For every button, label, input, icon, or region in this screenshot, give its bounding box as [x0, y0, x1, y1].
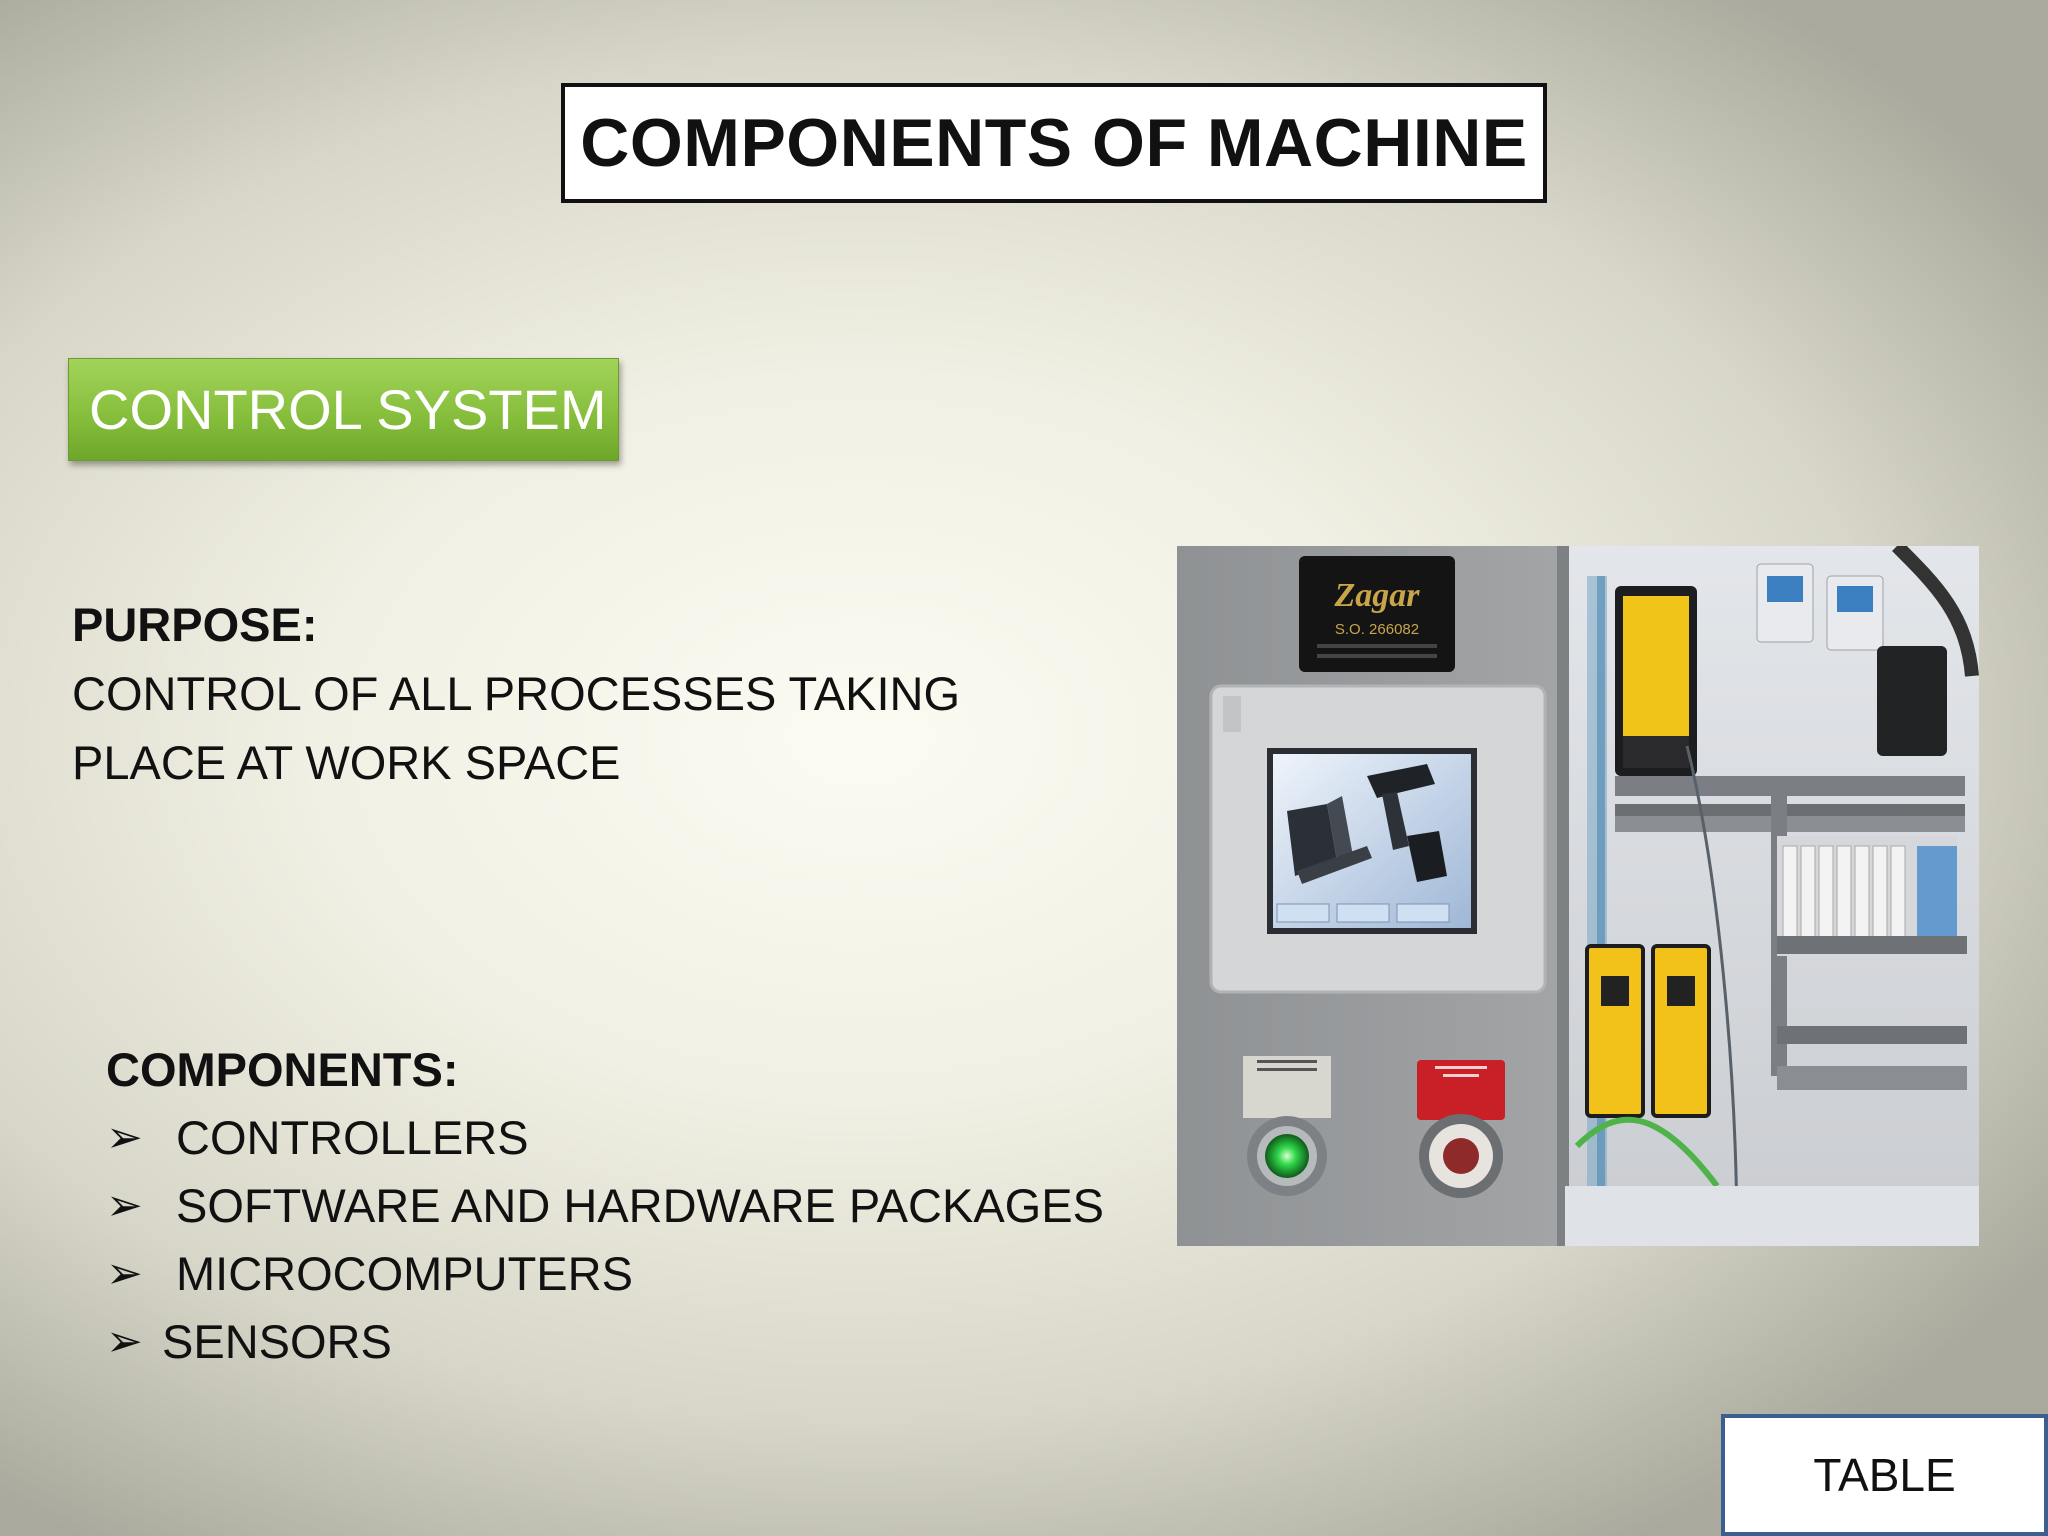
component-label: SOFTWARE AND HARDWARE PACKAGES: [176, 1179, 1104, 1232]
component-label: CONTROLLERS: [176, 1111, 529, 1164]
control-panel-illustration: Zagar S.O. 266082: [1177, 546, 1979, 1246]
components-list-item: ➢ SENSORS: [106, 1308, 1104, 1376]
arrow-bullet-icon: ➢: [106, 1249, 143, 1298]
components-list-item: ➢ CONTROLLERS: [106, 1104, 1104, 1172]
components-block: COMPONENTS: ➢ CONTROLLERS ➢ SOFTWARE AND…: [106, 1036, 1104, 1376]
control-system-button[interactable]: CONTROL SYSTEM: [68, 358, 619, 461]
components-heading: COMPONENTS:: [106, 1043, 459, 1096]
purpose-heading: PURPOSE:: [72, 598, 318, 651]
purpose-line: CONTROL OF ALL PROCESSES TAKING: [72, 667, 960, 720]
plate-number: S.O. 266082: [1335, 621, 1419, 638]
arrow-bullet-icon: ➢: [106, 1113, 143, 1162]
component-label: MICROCOMPUTERS: [176, 1247, 633, 1300]
slide-title: COMPONENTS OF MACHINE: [561, 83, 1547, 203]
purpose-line: PLACE AT WORK SPACE: [72, 736, 621, 789]
arrow-bullet-icon: ➢: [106, 1317, 143, 1366]
components-list-item: ➢ MICROCOMPUTERS: [106, 1240, 1104, 1308]
control-panel-photo: Zagar S.O. 266082: [1177, 546, 1979, 1246]
plate-brand: Zagar: [1334, 577, 1421, 614]
component-label: SENSORS: [162, 1315, 392, 1368]
arrow-bullet-icon: ➢: [106, 1181, 143, 1230]
table-nav-button[interactable]: TABLE: [1721, 1414, 2048, 1536]
components-list-item: ➢ SOFTWARE AND HARDWARE PACKAGES: [106, 1172, 1104, 1240]
purpose-block: PURPOSE: CONTROL OF ALL PROCESSES TAKING…: [72, 590, 960, 797]
